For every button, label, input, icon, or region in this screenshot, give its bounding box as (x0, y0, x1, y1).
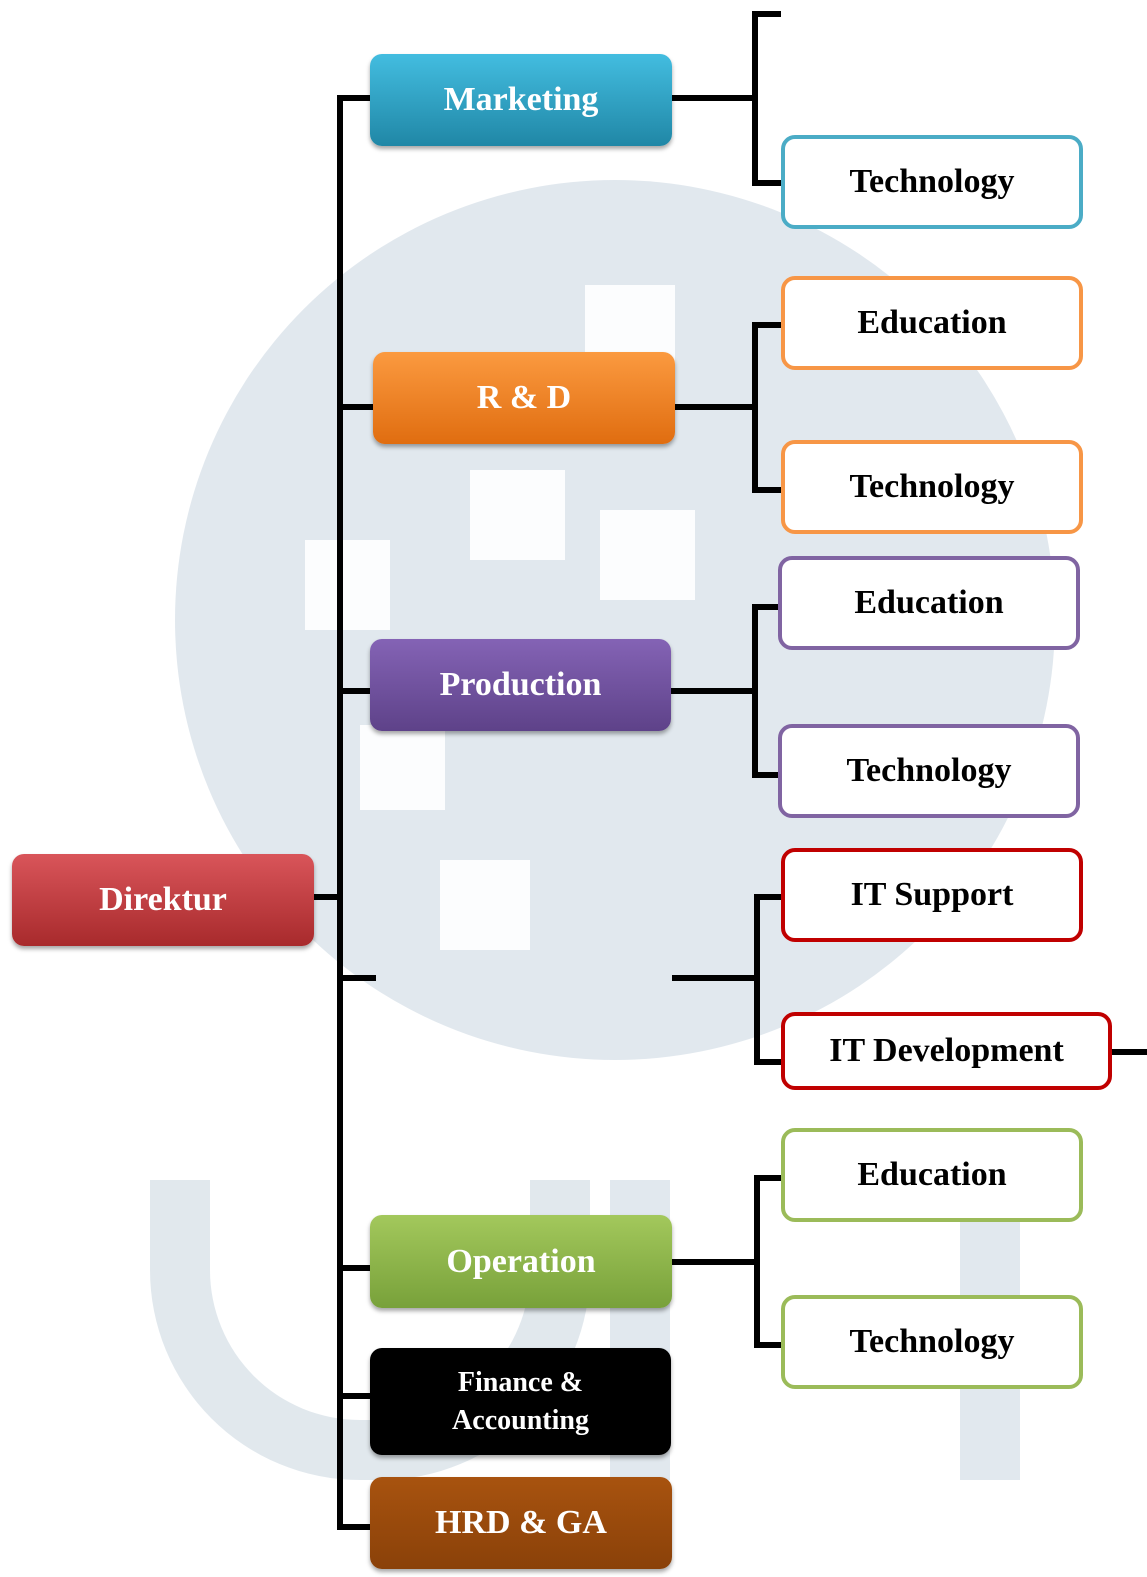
node-rnd-education: Education (781, 276, 1083, 370)
node-marketing: Marketing (370, 54, 672, 146)
node-production: Production (370, 639, 671, 731)
node-label: HRD & GA (435, 1504, 607, 1541)
node-label: Direktur (99, 881, 227, 918)
node-label: R & D (476, 379, 572, 416)
node-operation-technology: Technology (781, 1295, 1083, 1389)
watermark-square (440, 860, 530, 950)
node-it-support: IT Support (781, 848, 1083, 942)
node-label: Education (857, 1156, 1007, 1193)
node-label: Education (854, 584, 1004, 621)
node-label: Education (857, 304, 1007, 341)
node-production-education: Education (778, 556, 1080, 650)
node-label: Production (439, 666, 602, 703)
watermark-square (470, 470, 565, 560)
node-label: Technology (849, 468, 1015, 505)
node-production-technology: Technology (778, 724, 1080, 818)
node-label: Technology (849, 163, 1015, 200)
node-label: Marketing (443, 81, 599, 118)
node-operation: Operation (370, 1215, 672, 1308)
node-rnd: R & D (373, 352, 675, 444)
node-operation-education: Education (781, 1128, 1083, 1222)
watermark-square (360, 725, 445, 810)
node-label: Finance & Accounting (452, 1366, 589, 1436)
node-label: Technology (846, 752, 1012, 789)
node-hrd-ga: HRD & GA (370, 1477, 672, 1569)
node-marketing-technology: Technology (781, 135, 1083, 229)
node-label: IT Development (829, 1032, 1064, 1069)
watermark-square (305, 540, 390, 630)
node-it-development: IT Development (781, 1012, 1112, 1090)
node-label: IT Support (850, 876, 1014, 913)
node-label: Operation (446, 1242, 596, 1280)
watermark-square (585, 285, 675, 365)
node-finance-accounting: Finance & Accounting (370, 1348, 671, 1455)
node-rnd-technology: Technology (781, 440, 1083, 534)
node-label: Technology (849, 1323, 1015, 1360)
node-direktur: Direktur (12, 854, 314, 946)
watermark-square (600, 510, 695, 600)
